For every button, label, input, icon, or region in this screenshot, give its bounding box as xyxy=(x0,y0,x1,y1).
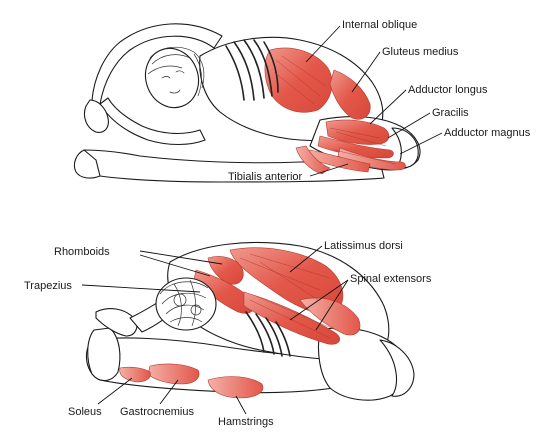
label-rhomboids: Rhomboids xyxy=(54,246,110,258)
bottom-muscle-hamstrings xyxy=(207,376,264,399)
label-gastrocnemius: Gastrocnemius xyxy=(120,406,194,418)
bottom-feet xyxy=(87,327,121,382)
top-hand xyxy=(83,99,109,133)
label-hamstrings: Hamstrings xyxy=(218,416,274,428)
bottom-figure xyxy=(85,242,415,401)
bottom-hands xyxy=(95,308,138,337)
label-adductor-longus: Adductor longus xyxy=(408,84,488,96)
top-muscle-adductor-longus xyxy=(325,119,390,145)
top-head xyxy=(144,46,205,109)
top-muscle-thigh-lower xyxy=(295,145,331,175)
top-knee xyxy=(391,127,419,169)
top-ribcage xyxy=(225,39,279,101)
label-trapezius: Trapezius xyxy=(24,280,72,292)
label-tibialis-anterior: Tibialis anterior xyxy=(228,171,303,183)
bottom-labels: Rhomboids Trapezius Latissimus dorsi Spi… xyxy=(24,240,432,428)
label-spinal-extensors: Spinal extensors xyxy=(350,273,432,285)
label-latissimus-dorsi: Latissimus dorsi xyxy=(324,240,403,252)
label-gluteus-medius: Gluteus medius xyxy=(382,46,459,58)
top-muscle-internal-oblique xyxy=(264,47,333,113)
top-foot xyxy=(73,149,101,179)
bottom-knee xyxy=(379,339,415,397)
bottom-head xyxy=(155,277,217,331)
top-muscle-gluteus-medius xyxy=(329,69,371,120)
bottom-muscle-soleus xyxy=(119,366,151,383)
top-lower-arm xyxy=(99,97,206,146)
top-figure xyxy=(73,23,421,183)
label-gracilis: Gracilis xyxy=(432,107,469,119)
label-internal-oblique: Internal oblique xyxy=(342,19,417,31)
top-labels: Internal oblique Gluteus medius Adductor… xyxy=(228,19,531,183)
bottom-muscle-gastrocnemius xyxy=(147,363,200,385)
leader-lines xyxy=(81,25,443,415)
bottom-ribcage xyxy=(245,311,291,357)
label-adductor-magnus: Adductor magnus xyxy=(444,127,531,139)
label-soleus: Soleus xyxy=(68,406,102,418)
